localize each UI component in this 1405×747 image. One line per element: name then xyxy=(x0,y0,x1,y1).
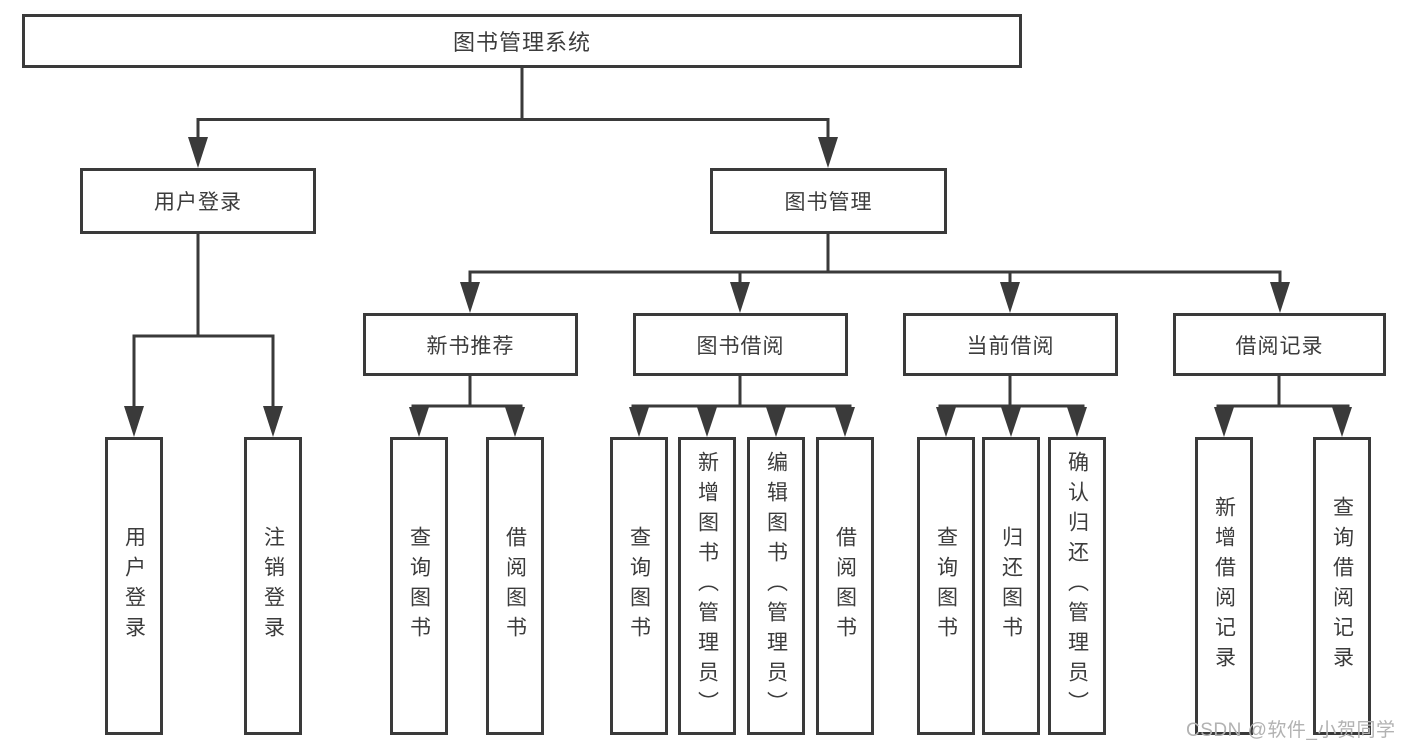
leaf-add-books-admin: 新增图书（管理员） xyxy=(678,437,736,735)
node-current-borrow: 当前借阅 xyxy=(903,313,1118,376)
leaf-borrow-books-2: 借阅图书 xyxy=(816,437,874,735)
leaf-query-books-2: 查询图书 xyxy=(610,437,668,735)
node-new-book-recommend: 新书推荐 xyxy=(363,313,578,376)
node-book-management-label: 图书管理 xyxy=(784,191,873,214)
node-user-login: 用户登录 xyxy=(80,168,316,234)
node-borrow-records-label: 借阅记录 xyxy=(1235,334,1324,358)
leaf-add-borrow-record-label: 新增借阅记录 xyxy=(1212,496,1236,676)
node-root-label: 图书管理系统 xyxy=(452,30,591,55)
node-user-login-label: 用户登录 xyxy=(154,191,242,214)
leaf-borrow-books-2-label: 借阅图书 xyxy=(833,526,857,646)
leaf-user-login: 用户登录 xyxy=(105,437,163,735)
leaf-return-books: 归还图书 xyxy=(982,437,1040,735)
leaf-logout-label: 注销登录 xyxy=(261,526,285,646)
node-book-borrow: 图书借阅 xyxy=(633,313,848,376)
leaf-query-books-3-label: 查询图书 xyxy=(934,526,958,646)
leaf-confirm-return-admin-label: 确认归还（管理员） xyxy=(1065,451,1089,721)
leaf-return-books-label: 归还图书 xyxy=(999,526,1023,646)
leaf-query-books-1-label: 查询图书 xyxy=(407,526,431,646)
node-book-borrow-label: 图书借阅 xyxy=(696,334,785,358)
leaf-edit-books-admin: 编辑图书（管理员） xyxy=(747,437,805,735)
connector-root-to-level1 xyxy=(188,66,838,168)
leaf-query-borrow-record-label: 查询借阅记录 xyxy=(1330,496,1354,676)
node-borrow-records: 借阅记录 xyxy=(1173,313,1386,376)
leaf-add-books-admin-label: 新增图书（管理员） xyxy=(695,451,719,721)
connector-user-login-children xyxy=(124,232,283,437)
leaf-query-books-2-label: 查询图书 xyxy=(627,526,651,646)
leaf-borrow-books-1: 借阅图书 xyxy=(486,437,544,735)
connector-current-borrow-children xyxy=(936,374,1087,437)
leaf-confirm-return-admin: 确认归还（管理员） xyxy=(1048,437,1106,735)
leaf-logout: 注销登录 xyxy=(244,437,302,735)
connector-book-borrow-children xyxy=(629,374,855,437)
leaf-query-books-1: 查询图书 xyxy=(390,437,448,735)
connector-borrow-records-children xyxy=(1214,374,1352,437)
leaf-user-login-label: 用户登录 xyxy=(122,526,146,646)
node-current-borrow-label: 当前借阅 xyxy=(966,334,1055,358)
leaf-query-borrow-record: 查询借阅记录 xyxy=(1313,437,1371,735)
node-new-book-recommend-label: 新书推荐 xyxy=(426,334,515,358)
connector-new-book-recommend-children xyxy=(409,374,525,437)
leaf-add-borrow-record: 新增借阅记录 xyxy=(1195,437,1253,735)
leaf-borrow-books-1-label: 借阅图书 xyxy=(503,526,527,646)
csdn-watermark: CSDN @软件_小贺同学 xyxy=(1186,720,1396,741)
connector-book-management-children xyxy=(460,232,1290,313)
node-book-management: 图书管理 xyxy=(710,168,947,234)
node-root: 图书管理系统 xyxy=(22,14,1022,68)
leaf-edit-books-admin-label: 编辑图书（管理员） xyxy=(764,451,788,721)
leaf-query-books-3: 查询图书 xyxy=(917,437,975,735)
